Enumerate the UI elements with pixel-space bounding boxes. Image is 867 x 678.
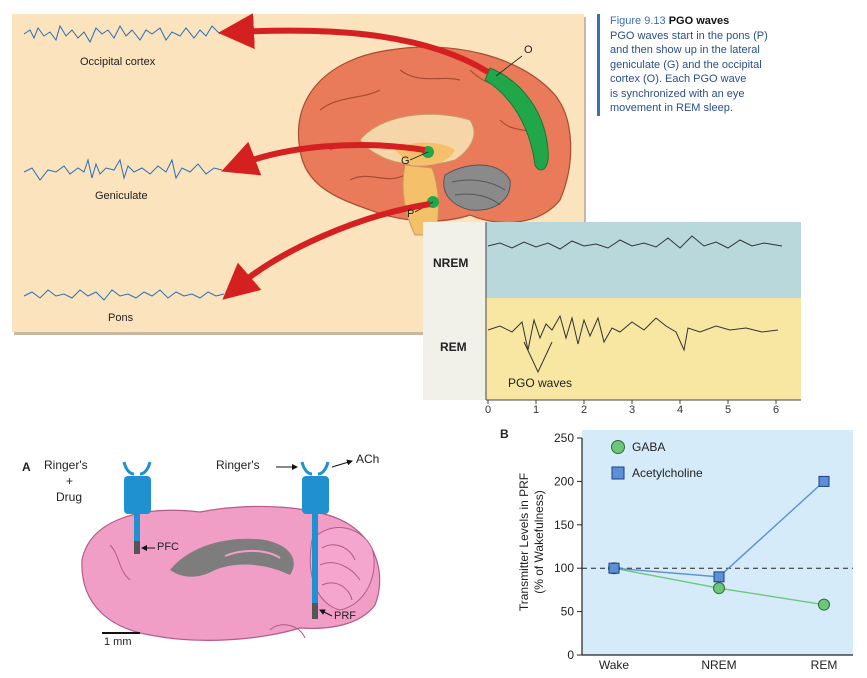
right-probe <box>300 461 330 619</box>
arrow-to-geniculate <box>221 141 426 176</box>
gaba-point <box>713 582 725 595</box>
arrow-to-pons <box>222 201 431 300</box>
rem-trace <box>487 314 779 352</box>
caption-line: PGO waves start in the pons (P) <box>610 29 768 42</box>
pgo-waves-bracket <box>523 341 553 374</box>
x-tick-label: REM <box>811 658 838 672</box>
eeg-x-tick: 4 <box>676 404 684 416</box>
nrem-trace <box>487 235 783 250</box>
chart-plot-area <box>582 430 853 655</box>
pgo-waves-label: PGO waves <box>508 376 573 390</box>
left-pump-plus: + <box>66 474 74 488</box>
rem-label: REM <box>440 340 467 354</box>
y-axis-label-units: (% of Wakefulness) <box>532 490 546 594</box>
acetylcholine-point <box>608 562 620 574</box>
geniculate-trace <box>23 158 223 181</box>
pons-marker-label: P <box>407 208 415 220</box>
gaba-point <box>818 598 830 611</box>
pons-trace <box>23 289 225 301</box>
caption-line: and then show up in the lateral <box>610 44 760 56</box>
legend-gaba-marker <box>611 440 625 454</box>
caption-line: is synchronized with an eye <box>610 87 745 100</box>
eeg-x-tick: 5 <box>724 404 732 416</box>
eeg-x-tick-marks <box>487 400 777 404</box>
caption-line: geniculate (G) and the occipital <box>610 58 762 71</box>
eeg-x-tick: 0 <box>484 404 492 416</box>
y-tick-label: 100 <box>554 561 574 575</box>
caption-line: movement in REM sleep. <box>610 102 733 114</box>
figure-caption: Figure 9.13 PGO waves PGO waves start in… <box>597 14 810 116</box>
legend-label: GABA <box>632 440 665 454</box>
geniculate-label: Geniculate <box>95 190 148 202</box>
acetylcholine-point <box>713 571 725 583</box>
eeg-x-tick: 6 <box>772 404 780 416</box>
occipital-trace <box>23 24 221 44</box>
nrem-band <box>486 222 801 298</box>
legend-acetylcholine-marker <box>611 466 625 480</box>
y-tick-label: 250 <box>554 431 574 445</box>
y-axis-label: Transmitter Levels in PRF <box>517 473 531 611</box>
pfc-label: PFC <box>157 541 179 553</box>
rat-brain <box>81 505 381 641</box>
y-tick-label: 150 <box>554 518 574 532</box>
arrow-to-occipital <box>218 13 490 75</box>
right-pump-out-label: ACh <box>356 452 380 466</box>
eeg-x-tick: 2 <box>580 404 588 416</box>
x-tick-label: Wake <box>599 658 630 672</box>
figure-number: Figure 9.13 <box>610 15 666 27</box>
legend-label: Acetylcholine <box>632 466 703 480</box>
nrem-label: NREM <box>433 256 469 270</box>
rem-band <box>486 298 801 400</box>
y-tick-label: 50 <box>561 605 575 619</box>
ach-out-arrow <box>331 459 353 468</box>
occipital-marker-label: O <box>524 44 533 56</box>
pons-label: Pons <box>108 312 134 324</box>
scale-bar-label: 1 mm <box>104 636 132 648</box>
x-tick-label: NREM <box>701 658 736 672</box>
prf-pointer <box>319 609 333 617</box>
y-tick-label: 0 <box>567 648 574 662</box>
panel-a-letter: A <box>22 460 31 474</box>
prf-label: PRF <box>334 610 356 622</box>
eeg-x-tick: 1 <box>532 404 540 416</box>
acetylcholine-point <box>818 475 830 487</box>
eeg-x-tick: 3 <box>628 404 636 416</box>
left-pump-label: Ringer's <box>44 458 88 472</box>
panel-b-letter: B <box>500 427 509 441</box>
caption-line: cortex (O). Each PGO wave <box>610 73 747 85</box>
occipital-cortex-label: Occipital cortex <box>80 56 156 68</box>
left-pump-drug: Drug <box>56 490 83 504</box>
figure-title: PGO waves <box>668 15 730 27</box>
right-pump-in-label: Ringer's <box>216 458 260 472</box>
y-tick-label: 200 <box>554 474 574 488</box>
left-probe <box>122 461 152 554</box>
geniculate-marker-label: G <box>401 155 410 167</box>
